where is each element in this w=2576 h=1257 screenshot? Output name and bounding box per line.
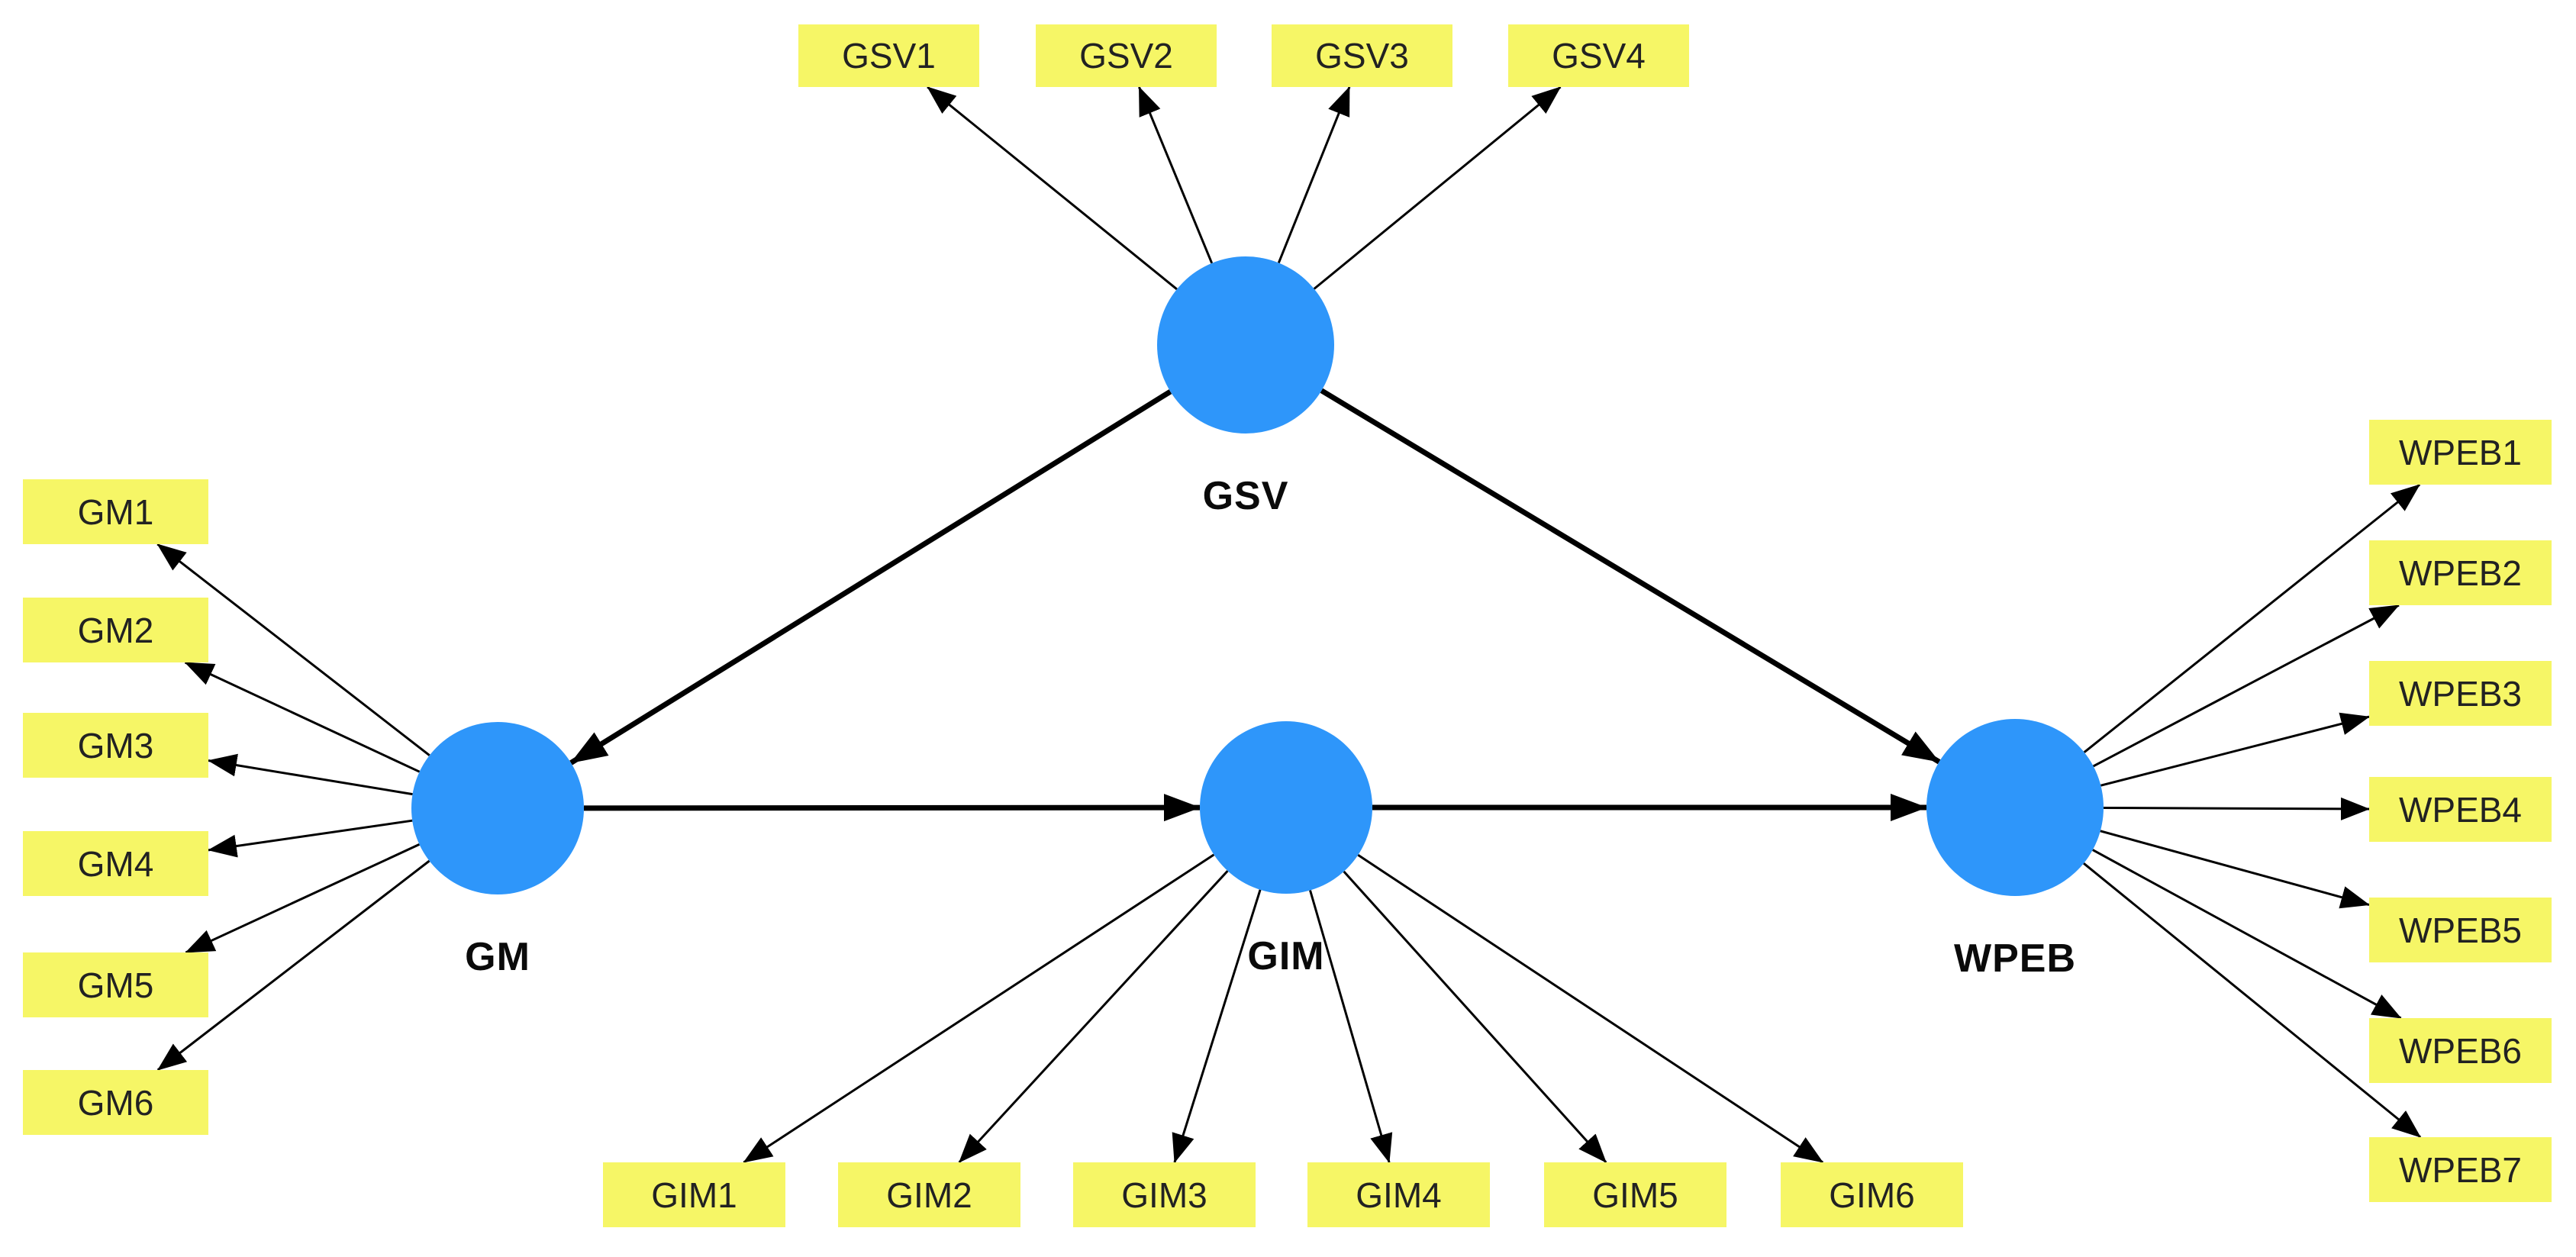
indicator-box-WPEB2: WPEB2 xyxy=(2369,540,2552,605)
indicator-box-GM3: GM3 xyxy=(23,713,208,778)
indicator-arrow-WPEB-to-WPEB3 xyxy=(2100,712,2370,787)
indicator-box-GSV1: GSV1 xyxy=(798,24,979,87)
indicator-arrow-GIM-to-GIM5 xyxy=(1343,870,1607,1164)
indicator-box-GIM1: GIM1 xyxy=(603,1162,785,1227)
construct-circle-WPEB xyxy=(1926,719,2104,896)
indicator-box-WPEB3: WPEB3 xyxy=(2369,661,2552,726)
indicator-arrow-WPEB-to-WPEB6 xyxy=(2092,849,2402,1020)
indicator-arrow-GIM-to-GIM3 xyxy=(1172,889,1262,1163)
indicator-box-WPEB5: WPEB5 xyxy=(2369,898,2552,962)
indicator-box-GIM6: GIM6 xyxy=(1781,1162,1963,1227)
indicator-box-GM1: GM1 xyxy=(23,479,208,544)
indicator-box-WPEB6: WPEB6 xyxy=(2369,1018,2552,1083)
construct-circle-GSV xyxy=(1157,256,1334,434)
indicator-arrow-WPEB-to-WPEB5 xyxy=(2100,830,2370,909)
construct-label-WPEB: WPEB xyxy=(1954,936,2076,981)
indicator-arrow-GIM-to-GIM6 xyxy=(1357,854,1824,1164)
indicator-box-WPEB1: WPEB1 xyxy=(2369,420,2552,485)
structural-path-GSV-to-GM xyxy=(569,389,1172,765)
construct-circle-GM xyxy=(411,722,584,894)
indicator-arrow-WPEB-to-WPEB1 xyxy=(2083,483,2421,753)
indicator-arrow-GSV-to-GSV1 xyxy=(927,85,1178,291)
indicator-arrow-GSV-to-GSV3 xyxy=(1277,86,1351,263)
construct-label-GIM: GIM xyxy=(1247,934,1325,978)
indicator-box-GIM3: GIM3 xyxy=(1073,1162,1256,1227)
indicator-arrow-GIM-to-GIM4 xyxy=(1309,890,1393,1163)
indicator-box-GM5: GM5 xyxy=(23,952,208,1017)
structural-path-GSV-to-WPEB xyxy=(1320,388,1941,765)
indicator-box-GM6: GM6 xyxy=(23,1070,208,1135)
indicator-box-GIM4: GIM4 xyxy=(1307,1162,1490,1227)
indicator-arrow-GM-to-GM1 xyxy=(156,543,430,756)
indicator-arrow-GSV-to-GSV2 xyxy=(1138,86,1214,264)
indicator-arrow-GIM-to-GIM2 xyxy=(958,870,1229,1164)
indicator-arrow-GSV-to-GSV4 xyxy=(1313,85,1562,290)
construct-label-GM: GM xyxy=(465,935,530,979)
indicator-box-GSV3: GSV3 xyxy=(1272,24,1452,87)
construct-circle-GIM xyxy=(1200,721,1372,894)
indicator-box-GM4: GM4 xyxy=(23,831,208,896)
indicator-box-GIM5: GIM5 xyxy=(1544,1162,1726,1227)
indicator-arrow-GM-to-GM4 xyxy=(208,819,413,858)
indicator-box-GIM2: GIM2 xyxy=(838,1162,1020,1227)
indicator-arrow-GM-to-GM5 xyxy=(185,843,421,954)
indicator-arrow-GM-to-GM6 xyxy=(156,859,430,1072)
indicator-arrow-GIM-to-GIM1 xyxy=(743,853,1215,1164)
indicator-arrow-WPEB-to-WPEB7 xyxy=(2083,862,2422,1139)
indicator-box-GSV2: GSV2 xyxy=(1036,24,1217,87)
indicator-box-WPEB4: WPEB4 xyxy=(2369,777,2552,842)
indicator-box-WPEB7: WPEB7 xyxy=(2369,1137,2552,1202)
indicator-arrow-WPEB-to-WPEB2 xyxy=(2092,604,2400,768)
indicator-arrow-GM-to-GM3 xyxy=(208,753,413,796)
construct-label-GSV: GSV xyxy=(1202,474,1289,518)
indicator-box-GSV4: GSV4 xyxy=(1508,24,1689,87)
indicator-arrow-WPEB-to-WPEB4 xyxy=(2103,797,2370,820)
structural-path-GM-to-GIM xyxy=(583,794,1201,822)
indicator-arrow-GM-to-GM2 xyxy=(184,661,421,773)
indicator-box-GM2: GM2 xyxy=(23,598,208,662)
